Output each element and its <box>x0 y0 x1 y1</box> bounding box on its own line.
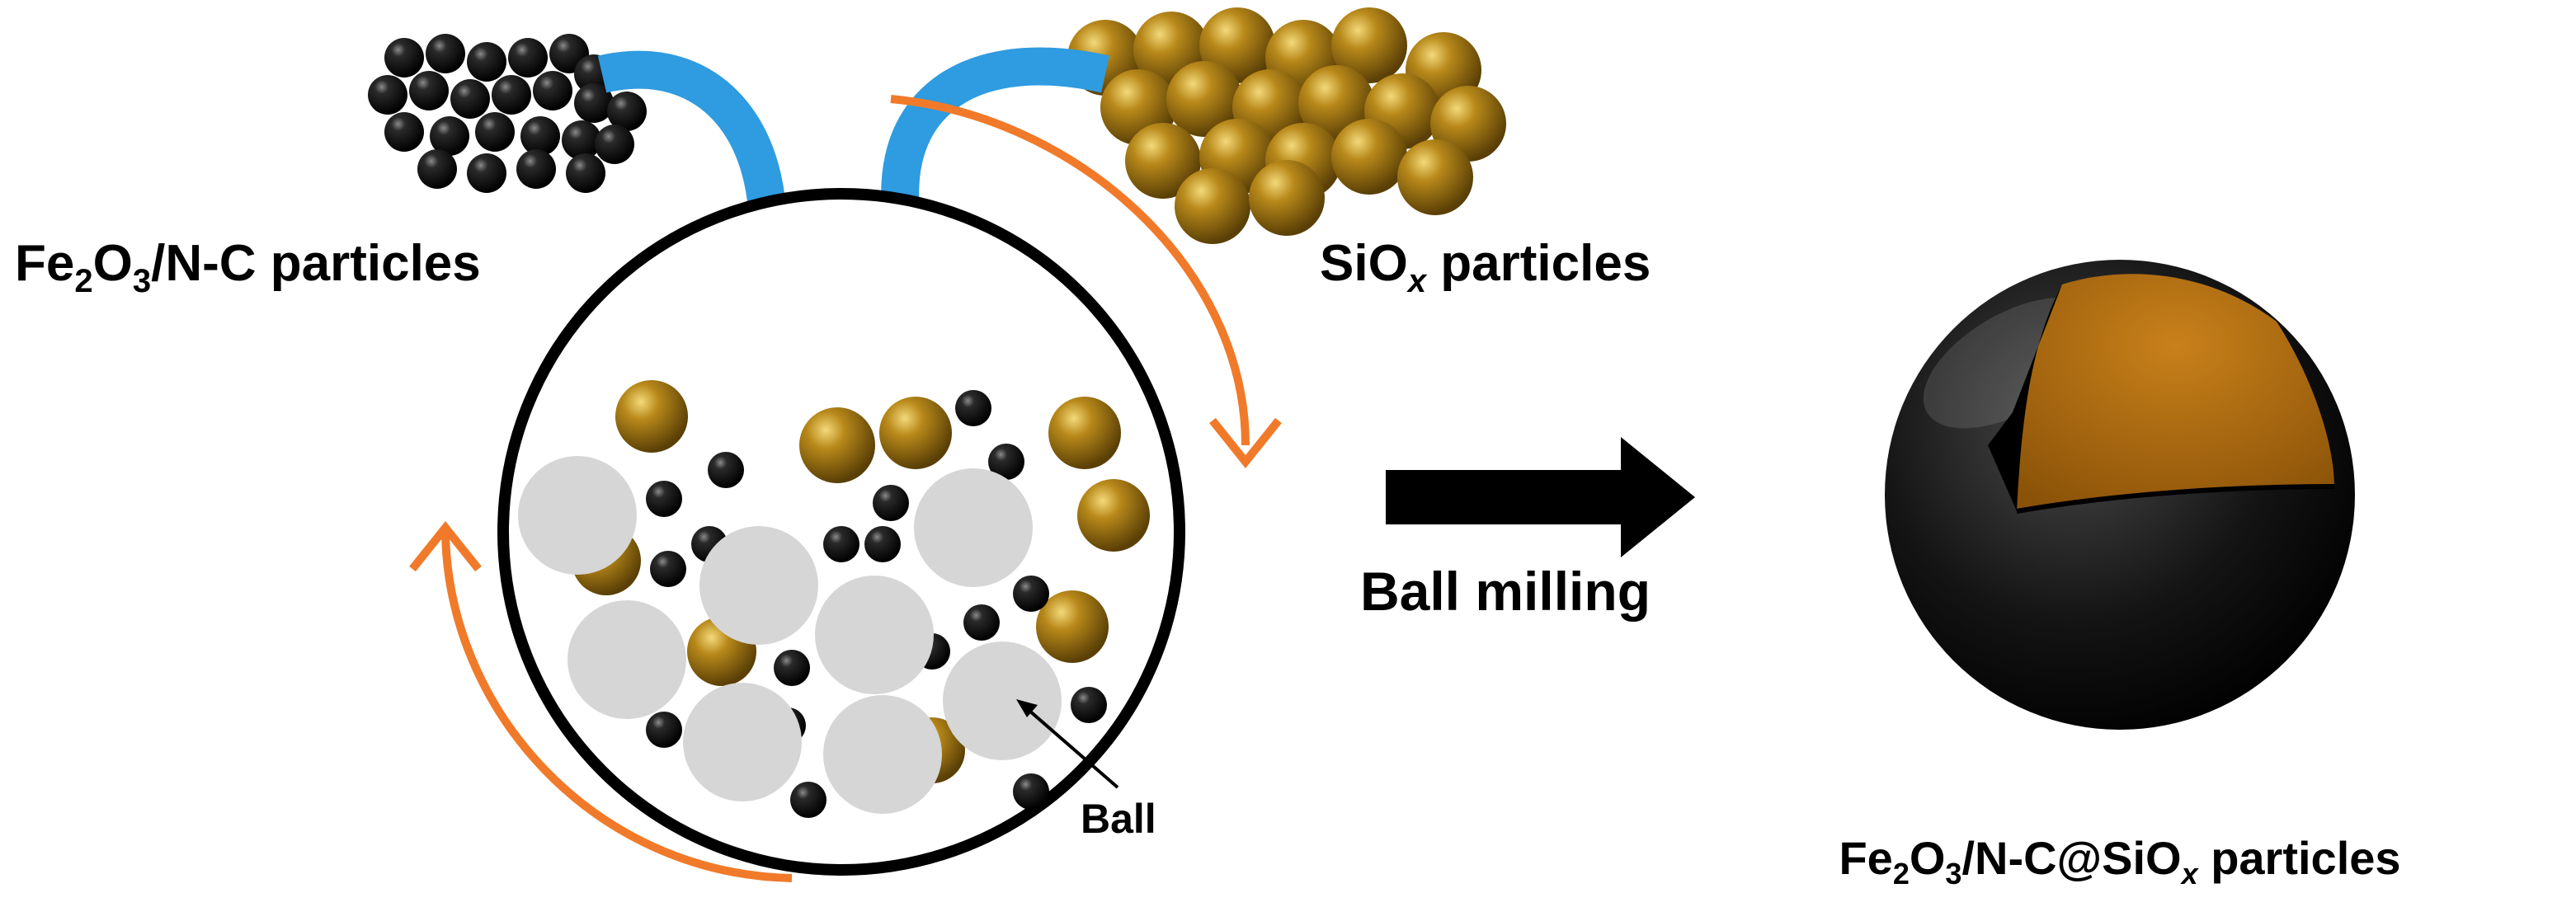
fe2o3-nc-particle <box>430 116 469 156</box>
siox-core-cutaway <box>2017 274 2334 511</box>
fe2o3-nc-particle <box>562 120 601 160</box>
fe2o3-nc-particle <box>417 149 457 189</box>
siox-particle <box>1077 479 1150 552</box>
fe2o3-nc-particle <box>955 390 991 426</box>
siox-particle <box>1249 160 1325 236</box>
fe2o3-nc-particle <box>574 83 614 123</box>
milling-ball <box>518 456 637 575</box>
fe2o3-nc-particle <box>963 604 1000 641</box>
fe2o3-nc-particle <box>607 92 647 131</box>
siox-particle <box>799 407 875 483</box>
fe2o3-nc-particle <box>774 650 810 686</box>
ball-pointer-arrow <box>1016 699 1119 789</box>
milling-ball <box>943 641 1062 760</box>
jar-contents <box>518 380 1150 818</box>
siox-particle <box>879 397 952 469</box>
fe2o3-nc-particle <box>790 782 826 818</box>
fe2o3-nc-particle <box>516 149 556 189</box>
siox-particle <box>1331 119 1407 195</box>
milling-ball <box>683 683 802 801</box>
siox-particle <box>1166 61 1242 137</box>
fe2o3-nc-particle <box>450 79 490 119</box>
fe2o3-nc-particle-cluster <box>368 34 647 193</box>
fe2o3-nc-particle <box>1013 576 1049 612</box>
fe2o3-nc-particle <box>467 153 506 193</box>
fe2o3-nc-particle <box>467 42 506 82</box>
fe2o3-nc-particle <box>508 38 548 78</box>
fe2o3-nc-particle <box>384 112 424 152</box>
siox-particle <box>1331 7 1407 83</box>
fe2o3-nc-particle <box>988 444 1024 480</box>
milling-ball <box>699 526 818 645</box>
siox-particle <box>615 380 688 453</box>
label-ball: Ball <box>1081 796 1156 842</box>
fe2o3-nc-particle <box>533 71 572 110</box>
siox-particle <box>1036 590 1109 663</box>
fe2o3-nc-particle <box>492 75 531 115</box>
fe2o3-nc-particle <box>475 112 515 152</box>
fe2o3-nc-particle <box>646 712 682 748</box>
milling-ball <box>823 695 942 814</box>
rotation-arrow-bottom <box>409 520 793 882</box>
core-shell-particle <box>1885 260 2355 730</box>
siox-particle <box>1125 123 1201 199</box>
label-siox-particles: SiOx particles <box>1320 235 1651 299</box>
fe2o3-nc-particle <box>409 71 449 110</box>
fe2o3-nc-particle <box>595 125 634 164</box>
siox-particle <box>1175 168 1250 244</box>
process-arrow <box>1386 437 1695 557</box>
siox-particle-cluster <box>1067 7 1506 244</box>
fe2o3-nc-particle <box>1071 687 1107 723</box>
fe2o3-nc-particle <box>426 34 465 73</box>
siox-particle <box>1397 139 1473 215</box>
fe2o3-nc-particle <box>650 551 686 587</box>
milling-ball <box>914 468 1033 587</box>
fe2o3-nc-particle <box>708 452 744 488</box>
fe2o3-nc-particle <box>520 116 560 156</box>
fe2o3-nc-particle <box>368 75 407 115</box>
fe2o3-nc-particle <box>566 153 605 193</box>
rotation-arrow-top <box>890 95 1282 469</box>
siox-particle <box>1048 397 1121 469</box>
fe2o3-nc-particle <box>384 38 424 78</box>
fe2o3-nc-particle <box>864 526 901 562</box>
label-product-particles: Fe2O3/N-C@SiOx particles <box>1839 832 2400 891</box>
milling-ball <box>815 576 934 694</box>
fe2o3-nc-particle <box>823 526 859 562</box>
fe2o3-nc-particle <box>873 485 909 521</box>
fe2o3-nc-particle <box>646 481 682 517</box>
label-fe2o3-nc-particles: Fe2O3/N-C particles <box>15 235 481 299</box>
label-ball-milling: Ball milling <box>1360 561 1651 622</box>
fe2o3-nc-particle <box>1013 773 1049 810</box>
milling-ball <box>567 600 686 719</box>
